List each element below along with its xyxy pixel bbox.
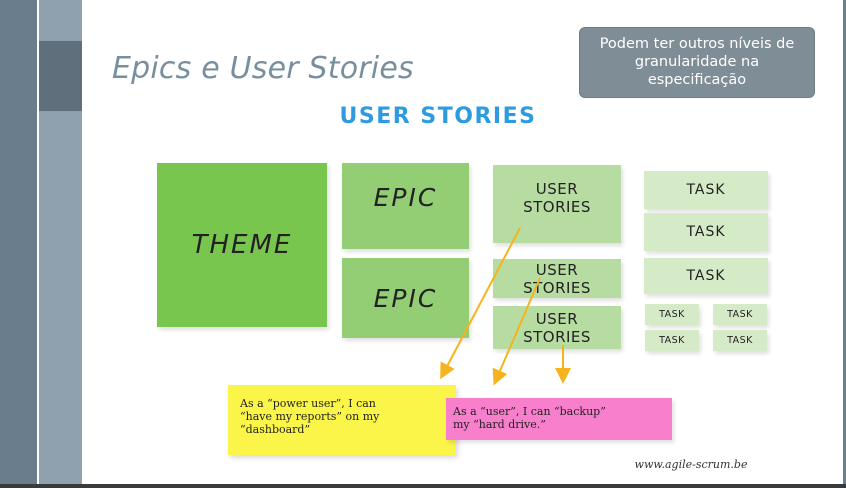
small-task-note: TASK	[713, 304, 767, 325]
theme-note: THEME	[157, 163, 327, 327]
small-task-note: TASK	[713, 330, 767, 351]
bottom-bar	[0, 484, 846, 488]
story-line: USER	[535, 180, 579, 198]
backup-story-note: As a “user”, I can “backup” my “hard dri…	[446, 398, 672, 440]
callout-line: Podem ter outros níveis de	[599, 36, 795, 52]
left-band-divider	[37, 0, 39, 484]
user-story-note: USER STORIES	[493, 259, 621, 298]
story-line: STORIES	[523, 327, 591, 346]
slide-title: Epics e User Stories	[112, 51, 414, 86]
story-line: USER	[535, 260, 579, 279]
callout-line: especificação	[647, 72, 747, 88]
example-line: As a “power user”, I can	[240, 396, 376, 410]
example-line: “dashboard”	[240, 422, 311, 436]
story-line: STORIES	[523, 198, 591, 216]
task-note: TASK	[644, 213, 768, 251]
arrow-to-power-user-story	[440, 227, 521, 380]
right-edge	[843, 0, 846, 488]
epic-note: EPIC	[342, 258, 469, 338]
small-task-note: TASK	[645, 304, 699, 325]
task-note: TASK	[644, 258, 768, 294]
title-marker-block	[39, 41, 82, 111]
example-line: As a “user”, I can “backup”	[453, 405, 606, 418]
example-line: my “hard drive.”	[453, 418, 546, 431]
example-line: “have my reports” on my	[240, 409, 380, 423]
epic-note: EPIC	[342, 163, 469, 249]
power-user-story-note: As a “power user”, I can “have my report…	[228, 385, 456, 455]
arrow-to-backup-story	[492, 277, 541, 386]
website-credit: www.agile-scrum.be	[634, 458, 748, 471]
user-story-note: USER STORIES	[493, 306, 621, 349]
user-story-note: USER STORIES	[493, 165, 621, 243]
left-band	[0, 0, 37, 484]
user-stories-heading: USER STORIES	[339, 104, 537, 129]
callout-line: granularidade na	[634, 54, 760, 70]
story-line: USER	[535, 309, 579, 328]
story-line: STORIES	[523, 278, 591, 297]
granularity-callout: Podem ter outros níveis de granularidade…	[579, 27, 815, 98]
small-task-note: TASK	[645, 330, 699, 351]
task-note: TASK	[644, 171, 768, 209]
